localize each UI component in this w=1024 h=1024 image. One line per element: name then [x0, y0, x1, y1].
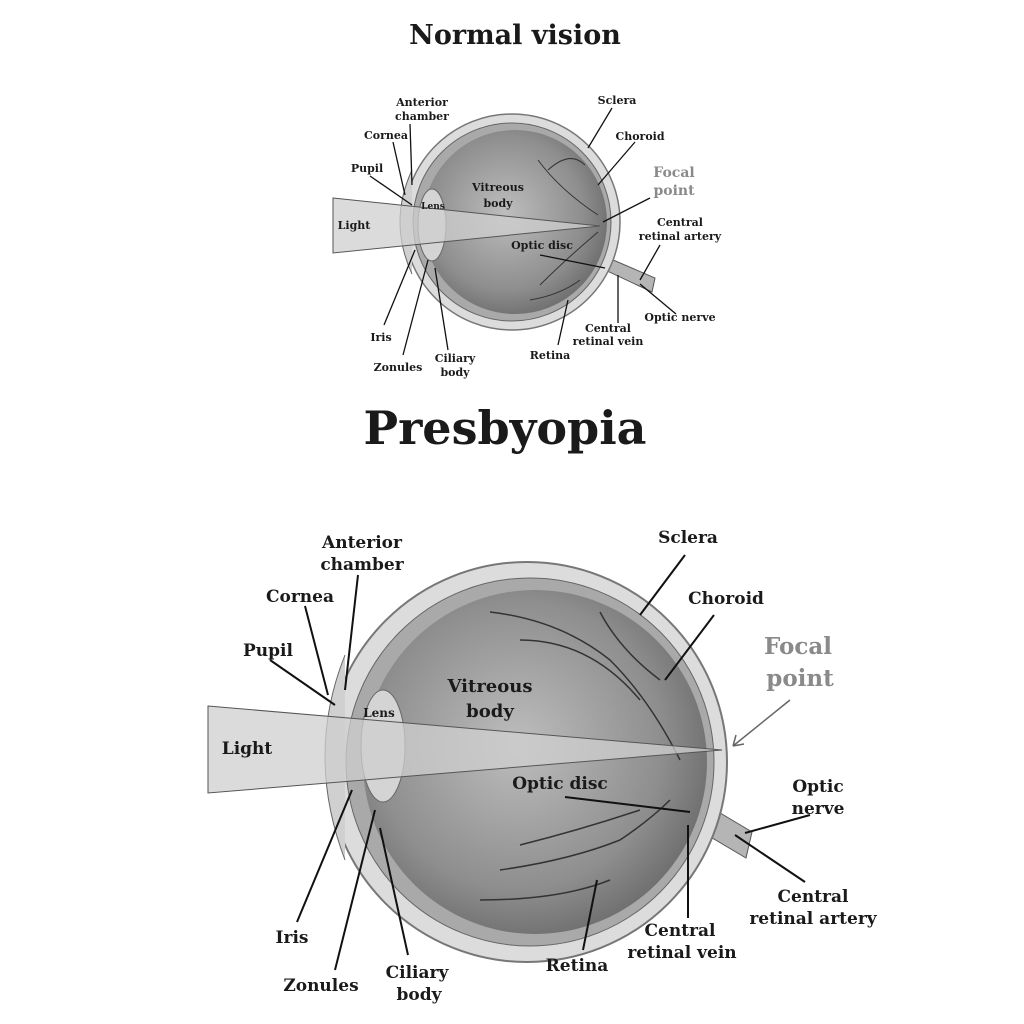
normal-labels: Anterior chamber Cornea Pupil Lens Vitre… [338, 94, 722, 379]
label-central-retinal-vein: Central [645, 921, 717, 941]
label-optic-nerve: Optic nerve [644, 311, 715, 324]
label-zonules: Zonules [374, 361, 423, 374]
label-vitreous-body-2: body [483, 197, 513, 210]
label-lens: Lens [421, 202, 445, 212]
label-anterior-chamber-2: chamber [320, 555, 404, 575]
retinal-vessels [479, 611, 681, 901]
label-vitreous-body-2: body [466, 701, 514, 722]
label-focal-point-2: point [653, 183, 695, 199]
presbyopia-eye [207, 561, 791, 963]
presbyopia-title: Presbyopia [363, 401, 646, 455]
label-focal-point: Focal [653, 165, 694, 181]
label-zonules: Zonules [283, 976, 358, 996]
label-optic-disc: Optic disc [511, 239, 573, 252]
label-central-retinal-vein: Central [585, 322, 631, 335]
label-anterior-chamber: Anterior [321, 533, 403, 553]
label-central-retinal-artery: Central [778, 887, 850, 907]
label-cornea: Cornea [364, 129, 408, 142]
label-focal-point-2: point [766, 665, 834, 692]
label-central-retinal-vein-2: retinal vein [573, 335, 644, 348]
normal-leaders [369, 107, 677, 356]
label-anterior-chamber-2: chamber [395, 110, 449, 123]
label-retina: Retina [546, 956, 609, 976]
label-vitreous-body: Vitreous [471, 181, 524, 194]
label-light: Light [338, 219, 372, 232]
label-anterior-chamber: Anterior [395, 96, 448, 109]
presbyopia-labels: Anterior chamber Cornea Pupil Lens Vitre… [222, 528, 878, 1005]
label-optic-disc: Optic disc [512, 774, 608, 794]
label-ciliary-body-2: body [397, 985, 443, 1005]
label-ciliary-body-2: body [440, 366, 470, 379]
label-central-retinal-vein-2: retinal vein [627, 943, 736, 963]
label-pupil: Pupil [351, 162, 383, 175]
label-sclera: Sclera [598, 94, 637, 107]
label-sclera: Sclera [658, 528, 718, 548]
label-ciliary-body: Ciliary [386, 963, 450, 983]
focal-point-arrow [732, 699, 791, 747]
label-retina: Retina [530, 349, 571, 362]
label-vitreous-body: Vitreous [447, 676, 533, 697]
retinal-vessels [529, 158, 599, 301]
normal-eye [332, 113, 656, 331]
label-light: Light [222, 739, 273, 759]
label-central-retinal-artery: Central [657, 216, 703, 229]
label-choroid: Choroid [688, 589, 764, 609]
label-iris: Iris [276, 928, 309, 948]
light-beam [207, 705, 723, 794]
label-optic-nerve-2: nerve [792, 799, 845, 819]
label-lens: Lens [363, 706, 395, 720]
label-optic-nerve: Optic [792, 777, 843, 797]
label-pupil: Pupil [243, 641, 293, 661]
label-central-retinal-artery-2: retinal artery [639, 230, 722, 243]
label-central-retinal-artery-2: retinal artery [749, 909, 877, 929]
label-iris: Iris [370, 331, 391, 344]
label-cornea: Cornea [266, 587, 334, 607]
light-beam [332, 197, 601, 254]
normal-vision-title: Normal vision [409, 20, 621, 51]
presbyopia-leaders [269, 554, 811, 971]
label-choroid: Choroid [615, 130, 664, 143]
label-focal-point: Focal [764, 633, 832, 660]
label-ciliary-body: Ciliary [435, 352, 476, 365]
